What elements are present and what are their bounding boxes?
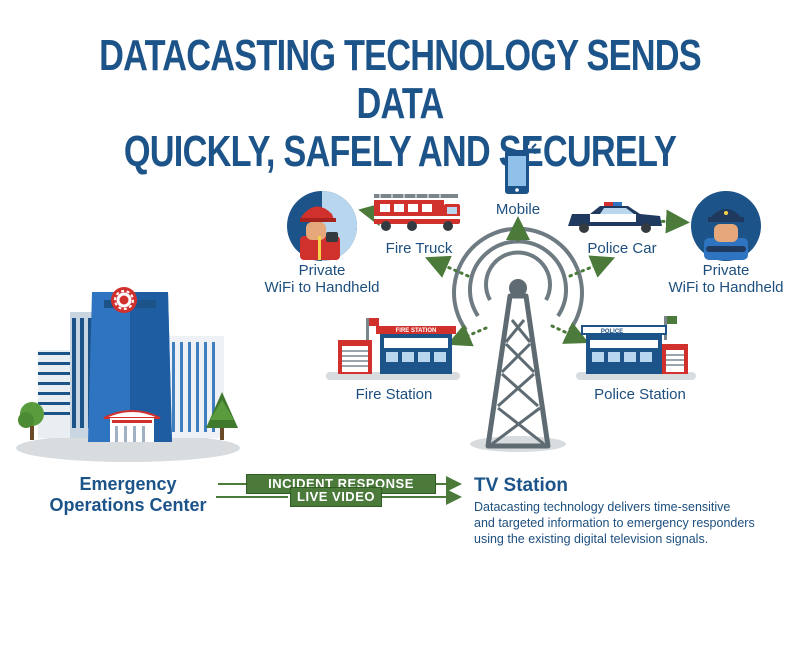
right-wifi-line-2: WiFi to Handheld (668, 279, 784, 296)
police-station-sign: POLICE (601, 329, 623, 335)
eoc-label-line-1: Emergency (79, 474, 177, 494)
mobile-label: Mobile (495, 201, 541, 218)
police-officer-icon (691, 191, 761, 261)
page-title: DATACASTING TECHNOLOGY SENDS DATA QUICKL… (88, 32, 712, 176)
fire-truck-label: Fire Truck (385, 240, 453, 257)
right-wifi-line-1: Private (702, 262, 750, 279)
tv-desc-line-3: using the existing digital television si… (474, 532, 709, 546)
fire-station-sign: FIRE STATION (396, 328, 437, 334)
left-wifi-line-1: Private (298, 262, 346, 279)
left-wifi-label: Private WiFi to Handheld (262, 262, 382, 296)
eoc-ground (16, 434, 240, 462)
police-station-building-icon (581, 316, 688, 374)
eoc-building-icon (18, 287, 238, 442)
mobile-phone-icon (505, 139, 541, 194)
title-line-2: QUICKLY, SAFELY AND SECURELY (123, 127, 677, 176)
eoc-label: Emergency Operations Center (36, 474, 220, 516)
tv-station-heading: TV Station (474, 475, 568, 496)
fire-station-building-icon (338, 318, 456, 374)
fire-station-label: Fire Station (355, 386, 433, 403)
title-line-1: DATACASTING TECHNOLOGY SENDS DATA (99, 31, 701, 128)
tv-desc-line-2: and targeted information to emergency re… (474, 516, 755, 530)
live-video-banner: LIVE VIDEO (290, 487, 382, 507)
left-wifi-line-2: WiFi to Handheld (264, 279, 380, 296)
eoc-label-line-2: Operations Center (49, 495, 207, 515)
tv-tower-icon (452, 226, 584, 449)
firefighter-icon (287, 191, 357, 261)
police-car-label: Police Car (587, 240, 657, 257)
police-station-label: Police Station (594, 386, 686, 403)
tv-desc-line-1: Datacasting technology delivers time-sen… (474, 500, 731, 514)
tv-station-description: Datacasting technology delivers time-sen… (474, 499, 755, 547)
fire-truck-icon (374, 194, 460, 231)
police-car-icon (568, 202, 662, 233)
right-wifi-label: Private WiFi to Handheld (666, 262, 786, 296)
data-flow-arrows (216, 476, 462, 505)
